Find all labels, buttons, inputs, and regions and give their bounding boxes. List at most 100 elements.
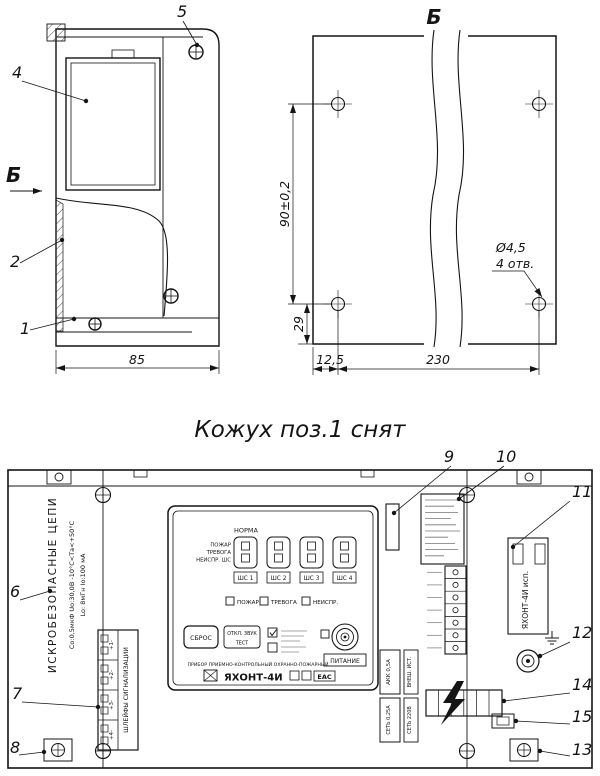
model-plate	[507, 537, 549, 635]
row-label-alarm: ТРЕВОГА	[206, 550, 232, 556]
battery-fuse-label: АКК 0,5А	[386, 659, 392, 685]
callout-13-leader	[537, 748, 571, 757]
control-panel	[167, 505, 379, 691]
loop-indicator-modules	[233, 536, 357, 569]
checkbox-icon	[267, 627, 278, 638]
callout-1: 1	[20, 319, 30, 338]
loop-3-label: ШС 3	[304, 576, 320, 582]
callout-8: 8	[10, 738, 20, 757]
inner-cover	[65, 57, 161, 191]
dim-230: 230	[426, 352, 450, 367]
ground-symbol-icon	[545, 631, 559, 645]
mains-label: СЕТЬ 220В	[407, 706, 413, 734]
callout-8-leader	[18, 749, 47, 756]
front-view	[7, 469, 593, 769]
terminal-1-label: +1-	[109, 640, 115, 650]
callout-9-leader	[391, 465, 452, 516]
status-alarm-label: ТРЕВОГА	[270, 600, 297, 606]
power-label: ПИТАНИЕ	[330, 658, 360, 665]
brand-label: ЯХОНТ-4И	[224, 673, 283, 684]
mute-label: ОТКЛ. ЗВУК	[227, 631, 257, 637]
battery-fuse	[379, 649, 401, 695]
hole-count-label: 4 отв.	[496, 256, 534, 271]
front-view-outline	[7, 469, 593, 769]
ground-terminal	[516, 649, 540, 673]
section-arrow-label: Б	[6, 163, 21, 187]
terminal-3-label: +3-	[109, 700, 115, 710]
callout-11-leader	[510, 500, 571, 550]
wall-section-hatch	[46, 23, 66, 42]
mounting-hole	[525, 90, 553, 118]
callout-7: 7	[12, 684, 23, 703]
callout-15: 15	[572, 707, 592, 726]
callout-2: 2	[10, 252, 20, 271]
callout-6-leader	[19, 588, 53, 601]
screw-icon	[88, 317, 102, 331]
fine-print-lines	[281, 630, 307, 653]
io-terminal-strip	[427, 565, 467, 655]
callout-15-leader	[513, 718, 571, 725]
loop-4-label: ШС 4	[337, 576, 353, 582]
status-fire-label: ПОЖАР	[237, 600, 259, 606]
alarm-led	[259, 596, 269, 606]
manufacturer-logo	[203, 669, 218, 682]
light-pipe	[385, 503, 400, 551]
dim-85-label: 85	[129, 352, 145, 367]
dim-85	[55, 350, 220, 374]
page-title: Кожух поз.1 снят	[194, 417, 406, 443]
callout-9: 9	[444, 447, 454, 466]
break-line	[455, 29, 465, 348]
dim-29: 29	[291, 316, 306, 332]
status-fault-label: НЕИСПР.	[313, 600, 338, 606]
row-label-fault: НЕИСПР. ШС	[196, 558, 231, 564]
fire-led	[225, 596, 235, 606]
callout-10-leader	[456, 465, 505, 502]
power-label-box	[323, 653, 367, 667]
power-led	[320, 629, 330, 639]
break-line	[429, 29, 439, 348]
device-type-label: ПРИБОР ПРИЕМНО-КОНТРОЛЬНЫЙ ОХРАННО-ПОЖАР…	[188, 661, 329, 668]
bottom-bracket	[43, 738, 73, 762]
marking-label	[420, 493, 465, 565]
checkbox-icon	[267, 642, 278, 653]
callout-12-leader	[537, 641, 571, 659]
callout-5-leader	[182, 20, 200, 48]
intrinsic-safety-params-1: Co:0,5мкФ Uo:30,0В -10°С<Та<+50°С	[68, 520, 76, 649]
loop-terminals-label: ШЛЕЙФЫ СИГНАЛИЗАЦИИ	[121, 647, 130, 733]
loop-2-label: ШС 2	[271, 576, 287, 582]
norma-label: НОРМА	[234, 527, 259, 535]
screw-icon	[94, 742, 112, 760]
callout-7-leader	[21, 701, 101, 710]
callout-14: 14	[572, 675, 592, 694]
back-view-label: Б	[426, 5, 441, 29]
loop-1-label: ШС 1	[238, 576, 254, 582]
mains-block	[403, 697, 419, 743]
bottom-bracket	[509, 738, 539, 762]
model-plate-label: ЯХОНТ-4И исп.	[521, 571, 530, 629]
side-view-outline	[55, 28, 220, 347]
callout-1-leader	[29, 316, 77, 331]
callout-13: 13	[572, 740, 592, 759]
cert-icon	[289, 670, 300, 681]
top-tab	[46, 469, 72, 485]
screw-icon	[458, 486, 476, 504]
fault-led	[301, 596, 311, 606]
callout-11: 11	[572, 482, 592, 501]
screw-icon	[94, 486, 112, 504]
cover-break-line	[55, 197, 169, 317]
callout-2-leader	[19, 237, 65, 264]
callout-4: 4	[12, 63, 22, 82]
screw-icon	[163, 288, 179, 304]
eac-mark: ЕАС	[317, 673, 331, 681]
row-label-fire: ПОЖАР	[210, 543, 231, 549]
terminal-4-label: +4-	[109, 730, 115, 740]
mains-fuse	[379, 697, 401, 743]
hole-dia-label: Ø4,5	[495, 240, 526, 255]
cut-edge-hatch	[55, 199, 64, 332]
callout-6: 6	[10, 582, 20, 601]
mute-test-button	[223, 625, 261, 649]
dim-lines	[288, 103, 543, 375]
side-view	[46, 23, 220, 347]
